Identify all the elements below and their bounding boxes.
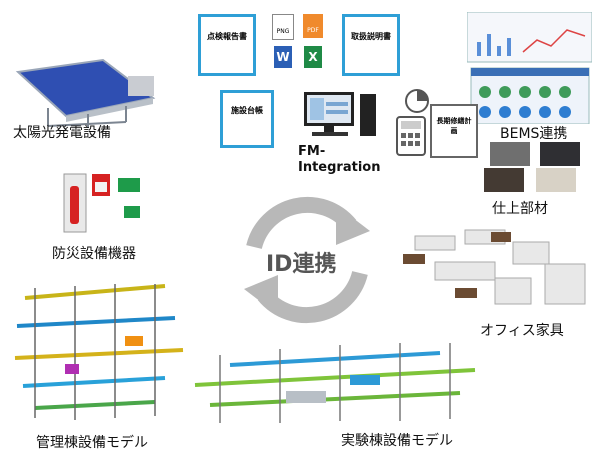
office-furniture-image bbox=[395, 218, 595, 318]
id-cycle-diagram bbox=[232, 185, 382, 335]
bems-dashboard-image bbox=[467, 12, 592, 124]
cycle-arrowhead-top bbox=[336, 205, 370, 245]
management-building-model-image bbox=[5, 278, 190, 428]
document-inspection-text: 点検報告書 bbox=[207, 32, 247, 41]
fire-equipment-image bbox=[62, 168, 142, 233]
bems-label: BEMS連携 bbox=[500, 126, 568, 142]
pie-chart-icon bbox=[404, 88, 430, 114]
lab-model-label: 実験棟設備モデル bbox=[341, 433, 453, 449]
pdf-file-icon: PDF bbox=[303, 14, 323, 38]
solar-label: 太陽光発電設備 bbox=[13, 125, 111, 141]
document-longterm-plan: 長期修繕計画 bbox=[430, 104, 478, 158]
solar-panel-image bbox=[8, 50, 158, 130]
document-ledger-text: 施設台帳 bbox=[231, 106, 263, 115]
computer-icon bbox=[304, 92, 378, 140]
png-file-icon: PNG bbox=[272, 14, 294, 40]
id-link-label: ID連携 bbox=[266, 252, 337, 277]
document-manual: 取扱説明書 bbox=[342, 14, 400, 76]
calculator-icon bbox=[396, 116, 426, 156]
word-file-icon: W bbox=[274, 46, 292, 68]
cycle-arrowhead-bottom bbox=[244, 275, 278, 315]
cycle-arrow-top bbox=[246, 196, 357, 250]
fm-integration-label: FM- Integration bbox=[298, 144, 381, 175]
fire-label: 防災設備機器 bbox=[52, 246, 136, 262]
document-manual-text: 取扱説明書 bbox=[351, 32, 391, 41]
lab-building-model-image bbox=[190, 335, 480, 427]
document-inspection-report: 点検報告書 bbox=[198, 14, 256, 76]
document-facility-ledger: 施設台帳 bbox=[220, 90, 274, 148]
finishing-label: 仕上部材 bbox=[492, 201, 548, 217]
management-model-label: 管理棟設備モデル bbox=[36, 435, 148, 451]
excel-file-icon: X bbox=[304, 46, 322, 68]
office-furniture-label: オフィス家具 bbox=[480, 323, 564, 339]
cycle-arrow-bottom bbox=[257, 270, 368, 324]
finishing-materials-image bbox=[480, 142, 592, 192]
document-longterm-text: 長期修繕計画 bbox=[436, 117, 472, 135]
